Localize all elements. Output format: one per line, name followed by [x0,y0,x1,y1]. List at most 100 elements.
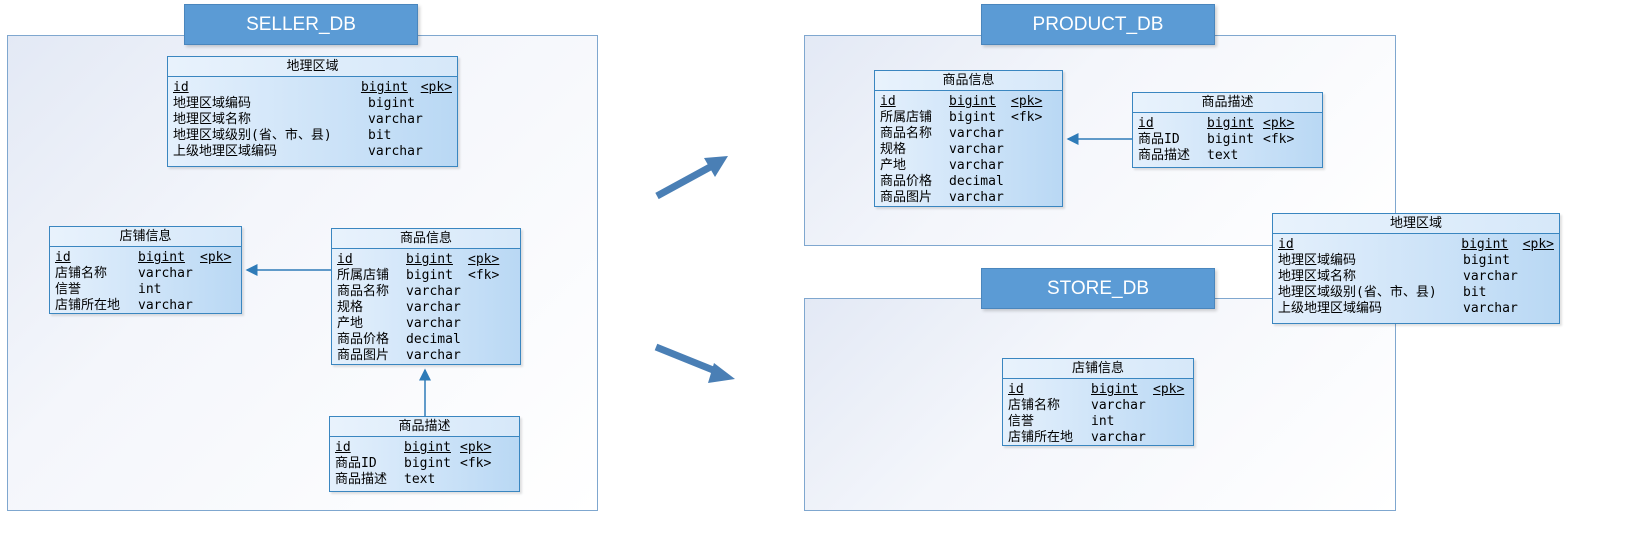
column-key: <fk> [1263,132,1295,147]
column-name: 信誉 [55,282,82,297]
column-name: 规格 [337,300,364,315]
column-type: varchar [1463,269,1518,284]
entity-title: 商品描述 [330,417,519,437]
column-type: int [138,282,162,297]
column-name: id [55,250,71,265]
column-type: decimal [406,332,461,347]
entity-title: 店铺信息 [50,227,241,247]
column-row: id bigint <pk> [880,94,1057,110]
column-type: bigint [360,80,408,95]
column-type: bigint [1463,253,1510,268]
column-key: <pk> [1263,116,1295,131]
column-row: 商品名称 varchar [337,284,515,300]
column-type: text [404,472,436,487]
column-key: <pk> [1011,94,1043,109]
column-name: 店铺所在地 [55,298,121,313]
entity-title: 地理区域 [1273,214,1559,234]
entity-title: 商品信息 [332,229,520,249]
column-type: decimal [949,174,1004,189]
column-name: 地理区域级别(省、市、县) [1278,285,1437,300]
entity-title: 商品信息 [875,71,1062,91]
column-type: bigint [1461,237,1509,252]
column-type: varchar [406,284,461,299]
column-row: 地理区域级别(省、市、县) bit [1278,285,1554,301]
column-type: varchar [138,298,193,313]
column-key: <pk> [420,80,452,95]
column-type: bit [1463,285,1487,300]
column-type: varchar [1463,301,1518,316]
column-row: id bigint <pk> [335,440,514,456]
column-type: bigint [1091,382,1138,397]
column-type: bigint [406,268,453,283]
column-name: id [1278,237,1294,252]
column-key: <pk> [1522,237,1554,252]
column-type: varchar [949,190,1004,205]
column-key: <pk> [460,440,492,455]
column-name: 商品ID [335,456,377,471]
product-db-title: PRODUCT_DB [981,4,1215,45]
column-name: 地理区域级别(省、市、县) [173,128,332,143]
column-row: id bigint <pk> [1278,237,1554,253]
column-type: bigint [1207,116,1254,131]
column-type: bigint [138,250,185,265]
column-type: bigint [404,456,451,471]
column-name: 商品描述 [1138,148,1191,163]
column-row: 产地 varchar [880,158,1057,174]
column-type: varchar [949,158,1004,173]
column-type: varchar [138,266,193,281]
column-name: 商品图片 [880,190,933,205]
column-name: id [173,80,189,95]
column-row: 信誉 int [55,282,236,298]
column-type: bigint [1207,132,1254,147]
column-row: 地理区域级别(省、市、县)bit [173,128,452,144]
column-type: varchar [949,142,1004,157]
column-name: 信誉 [1008,414,1035,429]
column-type: bigint [404,440,451,455]
column-name: id [880,94,896,109]
column-row: 店铺所在地 varchar [55,298,236,314]
column-name: 商品名称 [337,284,390,299]
column-name: 产地 [337,316,364,331]
entity-title: 地理区域 [168,57,457,77]
column-type: varchar [406,348,461,363]
seller-db-title: SELLER_DB [184,4,418,45]
migration-arrow-up-icon [655,156,728,200]
entity-title: 店铺信息 [1003,359,1193,379]
column-name: 上级地理区域编码 [173,144,278,159]
column-name: id [335,440,351,455]
column-key: <fk> [1011,110,1043,125]
column-name: 地理区域名称 [1278,269,1357,284]
column-type: bigint [406,252,453,267]
column-type: bigint [949,110,996,125]
column-name: 产地 [880,158,907,173]
column-name: id [337,252,353,267]
store-db-title: STORE_DB [981,268,1215,309]
column-type: bigint [949,94,996,109]
column-type: int [1091,414,1115,429]
